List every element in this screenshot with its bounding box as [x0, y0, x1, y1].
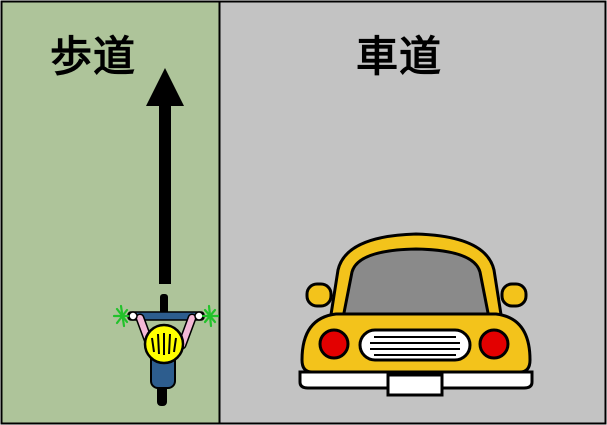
- sidewalk-label: 歩道: [50, 32, 137, 81]
- cyclist-icon: [112, 294, 220, 406]
- direction-arrow-icon: [146, 68, 184, 284]
- car-icon: [298, 232, 534, 397]
- roadway-label: 車道: [356, 32, 443, 81]
- sidewalk-area: [0, 0, 221, 425]
